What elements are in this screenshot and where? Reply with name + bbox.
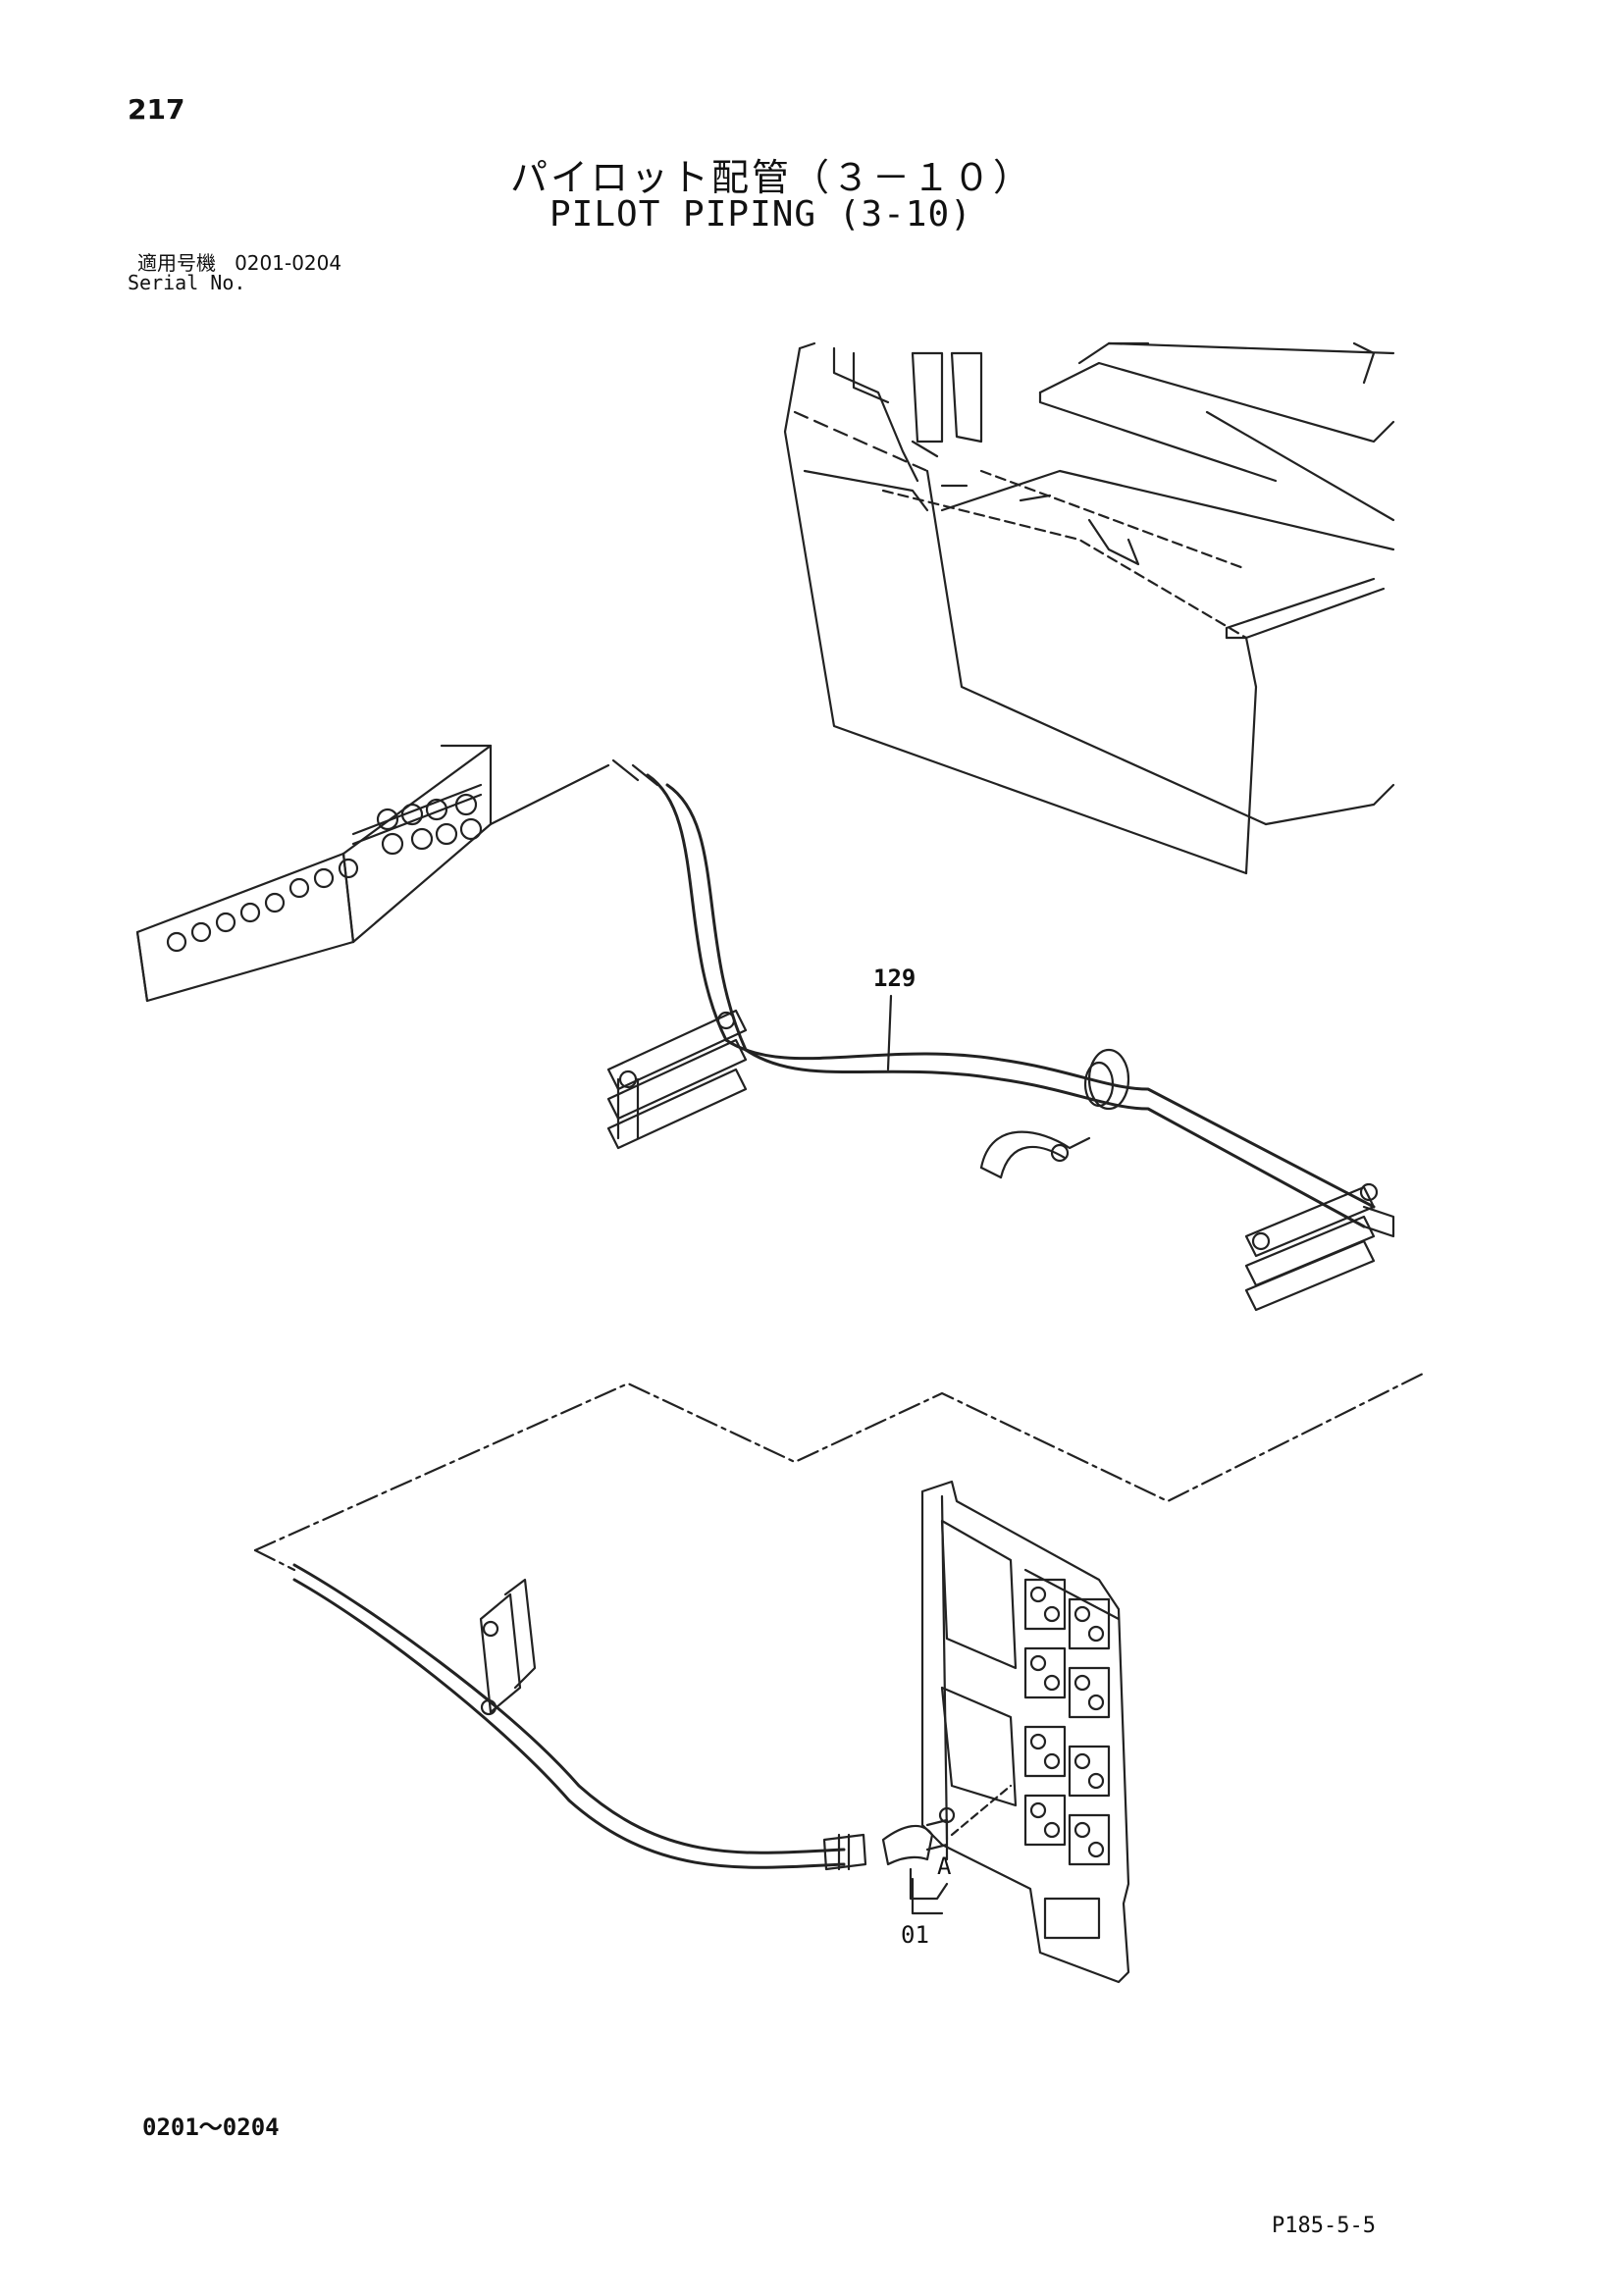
title-english: PILOT PIPING (3-10) — [550, 194, 972, 235]
elbow-fitting-01 — [881, 1784, 1013, 1901]
valve-plate — [920, 1480, 1130, 1984]
clamp-left — [606, 1009, 748, 1150]
loop-clamp — [979, 1048, 1130, 1179]
pilot-hose-129 — [489, 758, 1395, 1238]
serial-label-row: 適用号機 0201-0204 — [137, 247, 341, 276]
page-code: P185-5-5 — [1272, 2214, 1376, 2238]
lower-hose — [292, 1563, 867, 1871]
serial-range-footer: 0201～0204 — [142, 2113, 280, 2141]
serial-label-jp: 適用号機 — [137, 251, 216, 275]
break-line — [253, 1372, 1425, 1572]
page-number: 217 — [128, 93, 185, 126]
callout-01: 01 — [901, 1921, 929, 1949]
leader-01 — [911, 1877, 944, 1915]
lower-clamp — [479, 1578, 537, 1716]
title-japanese: パイロット配管（３－１０） — [510, 156, 1034, 199]
port-grid — [1023, 1578, 1111, 1940]
valve-block-left — [135, 744, 493, 1003]
callout-port-a: A — [937, 1852, 952, 1880]
cab-structure — [783, 341, 1395, 875]
serial-range: 0201-0204 — [235, 251, 342, 275]
serial-label-en: Serial No. — [128, 271, 246, 294]
clamp-right — [1244, 1182, 1379, 1312]
leader-129 — [886, 994, 893, 1071]
callout-129: 129 — [873, 965, 916, 992]
